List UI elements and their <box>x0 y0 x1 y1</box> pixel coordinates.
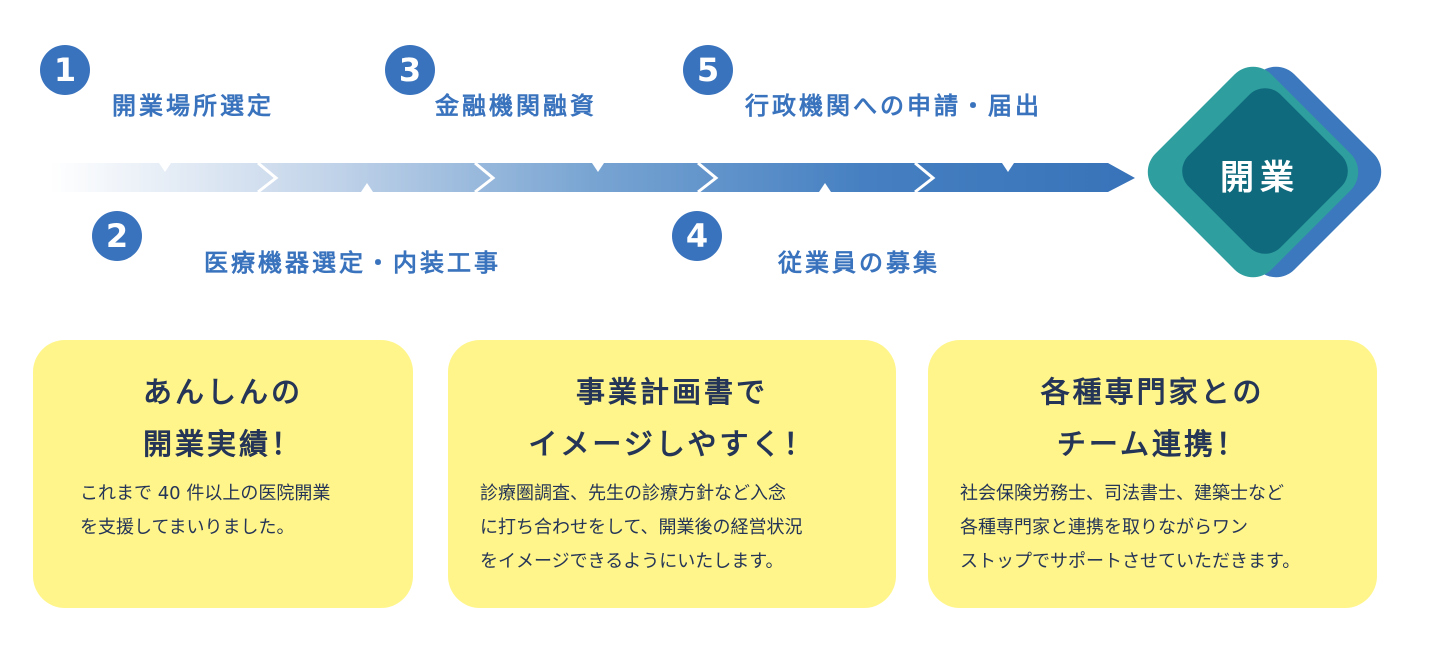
step-label-5: 行政機関への申請・届出 <box>745 92 1042 120</box>
card-body: これまで 40 件以上の医院開業 を支援してまいりました。 <box>80 483 331 538</box>
feature-card-business-plan: 事業計画書で イメージしやすく！ 診療圏調査、先生の診療方針など入念 に打ち合わ… <box>448 340 896 608</box>
chevron-dividers <box>257 161 936 194</box>
card-body: 診療圏調査、先生の診療方針など入念 に打ち合わせをして、開業後の経営状況 をイメ… <box>480 483 803 572</box>
step-number-4: 4 <box>672 211 722 261</box>
step-number-5: 5 <box>683 45 733 95</box>
step-number-3: 3 <box>385 45 435 95</box>
step-label-3: 金融機関融資 <box>435 92 597 120</box>
step-label-4: 従業員の募集 <box>778 249 940 277</box>
card-title: あんしんの 開業実績！ <box>142 375 303 461</box>
step-markers <box>159 163 1014 192</box>
step-label-2: 医療機器選定・内装工事 <box>204 249 501 277</box>
card-title: 事業計画書で イメージしやすく！ <box>528 375 816 461</box>
feature-card-expert-team: 各種専門家との チーム連携！ 社会保険労務士、司法書士、建築士など 各種専門家と… <box>928 340 1377 608</box>
goal-diamond <box>1147 66 1382 278</box>
card-body: 社会保険労務士、司法書士、建築士など 各種専門家と連携を取りながらワン ストップ… <box>960 483 1301 572</box>
step-number-2: 2 <box>92 211 142 261</box>
step-label-1: 開業場所選定 <box>112 92 274 120</box>
arrow-bar <box>40 163 1135 192</box>
process-flow-arrow <box>40 66 1382 278</box>
card-title: 各種専門家との チーム連携！ <box>1040 375 1265 461</box>
goal-label: 開業 <box>1220 158 1300 198</box>
feature-card-track-record: あんしんの 開業実績！ これまで 40 件以上の医院開業 を支援してまいりました… <box>33 340 413 608</box>
step-number-1: 1 <box>40 45 90 95</box>
